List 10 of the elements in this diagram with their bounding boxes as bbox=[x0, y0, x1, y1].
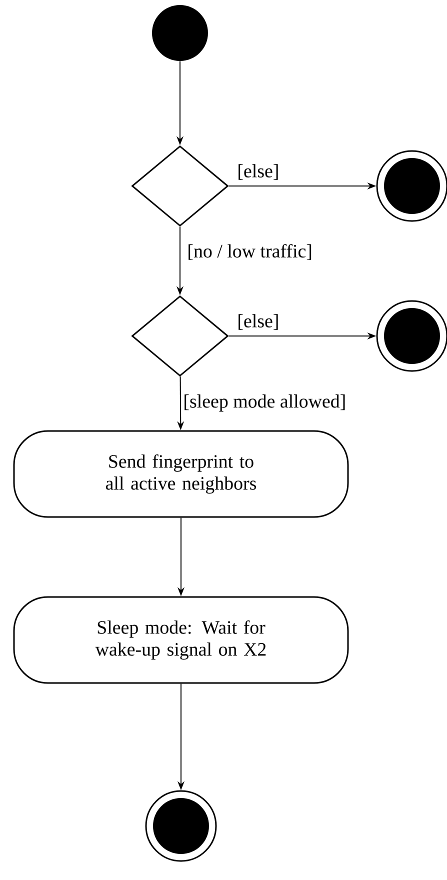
action-box: Send fingerprint to all active neighbors bbox=[13, 430, 349, 518]
initial-node bbox=[152, 5, 208, 61]
final-node bbox=[145, 790, 217, 862]
final-node bbox=[376, 300, 447, 372]
action-box: Sleep mode: Wait for wake-up signal on X2 bbox=[13, 596, 349, 684]
final-node bbox=[376, 150, 447, 222]
edge-label: [sleep mode allowed] bbox=[182, 393, 348, 413]
edge-label: [no / low traffic] bbox=[186, 243, 314, 261]
edge-label: [else] bbox=[236, 313, 280, 331]
edge-label: [else] bbox=[236, 163, 280, 181]
